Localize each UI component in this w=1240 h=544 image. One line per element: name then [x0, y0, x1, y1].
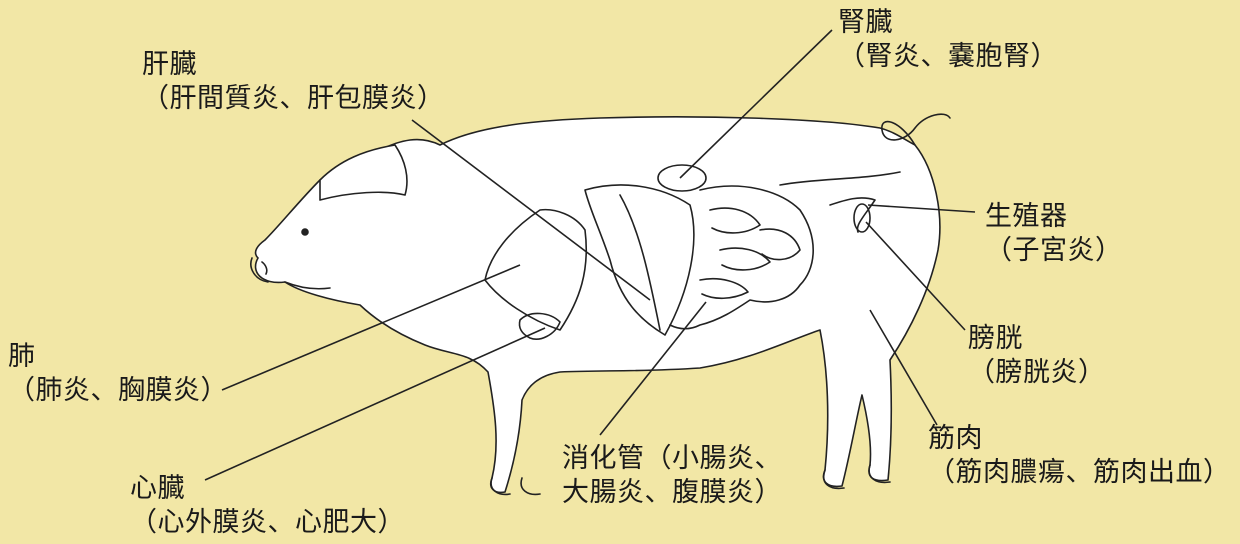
kidney-label: 腎臓 （腎炎、嚢胞腎） [838, 6, 1058, 74]
pig-ear [319, 144, 408, 201]
lung-leader [221, 264, 521, 391]
bladder-label-name: 膀胱 [968, 323, 1023, 354]
kidney-shape [657, 164, 707, 192]
pig-tail [881, 113, 951, 146]
pig-hoof-front [490, 477, 541, 496]
heart-label-diseases: （心外膜炎、心肥大） [130, 507, 405, 538]
pig-mouth [284, 281, 331, 290]
heart-leader [204, 327, 546, 481]
heart-shape [518, 312, 561, 340]
muscle-leader [869, 309, 938, 426]
bladder-leader [865, 221, 966, 331]
kidney-label-name: 腎臓 [838, 7, 893, 38]
heart-label-name: 心臓 [130, 473, 185, 504]
lung-label-diseases: （肺炎、胸膜炎） [8, 375, 228, 406]
kidney-label-diseases: （腎炎、嚢胞腎） [838, 41, 1058, 72]
bladder-shape [853, 203, 871, 233]
pig-body-outline [254, 116, 941, 494]
genital-leader [867, 204, 976, 213]
liver-lobe [619, 194, 661, 331]
muscle-label-diseases: （筋肉膿瘍、筋肉出血） [928, 457, 1231, 488]
digestive-label-line1: 消化管（小腸炎、 [562, 443, 782, 474]
muscle-label: 筋肉 （筋肉膿瘍、筋肉出血） [928, 422, 1231, 490]
liver-leader [411, 119, 651, 301]
genital-label-name: 生殖器 [985, 201, 1068, 232]
digestive-leader [599, 301, 707, 436]
intestines-shape [669, 185, 814, 330]
bladder-label: 膀胱 （膀胱炎） [968, 322, 1106, 390]
heart-label: 心臓 （心外膜炎、心肥大） [130, 472, 405, 540]
liver-label-diseases: （肝間質炎、肝包膜炎） [142, 83, 445, 114]
uterus-shape [779, 171, 901, 233]
liver-shape [584, 184, 695, 336]
kidney-leader [679, 29, 833, 179]
pig-snout [250, 257, 269, 283]
pig-eye [301, 228, 309, 236]
muscle-label-name: 筋肉 [928, 423, 983, 454]
bladder-label-diseases: （膀胱炎） [968, 357, 1106, 388]
lung-label: 肺 （肺炎、胸膜炎） [8, 340, 228, 408]
pig-hoof-hind [823, 464, 891, 490]
digestive-label: 消化管（小腸炎、 大腸炎、腹膜炎） [562, 442, 782, 510]
lung-label-name: 肺 [8, 341, 36, 372]
genital-label-diseases: （子宮炎） [985, 235, 1123, 266]
genital-label: 生殖器 （子宮炎） [985, 200, 1123, 268]
digestive-label-line2: 大腸炎、腹膜炎） [562, 477, 782, 508]
liver-label: 肝臓 （肝間質炎、肝包膜炎） [142, 48, 445, 116]
lung-shape [484, 208, 588, 331]
liver-label-name: 肝臓 [142, 49, 197, 80]
